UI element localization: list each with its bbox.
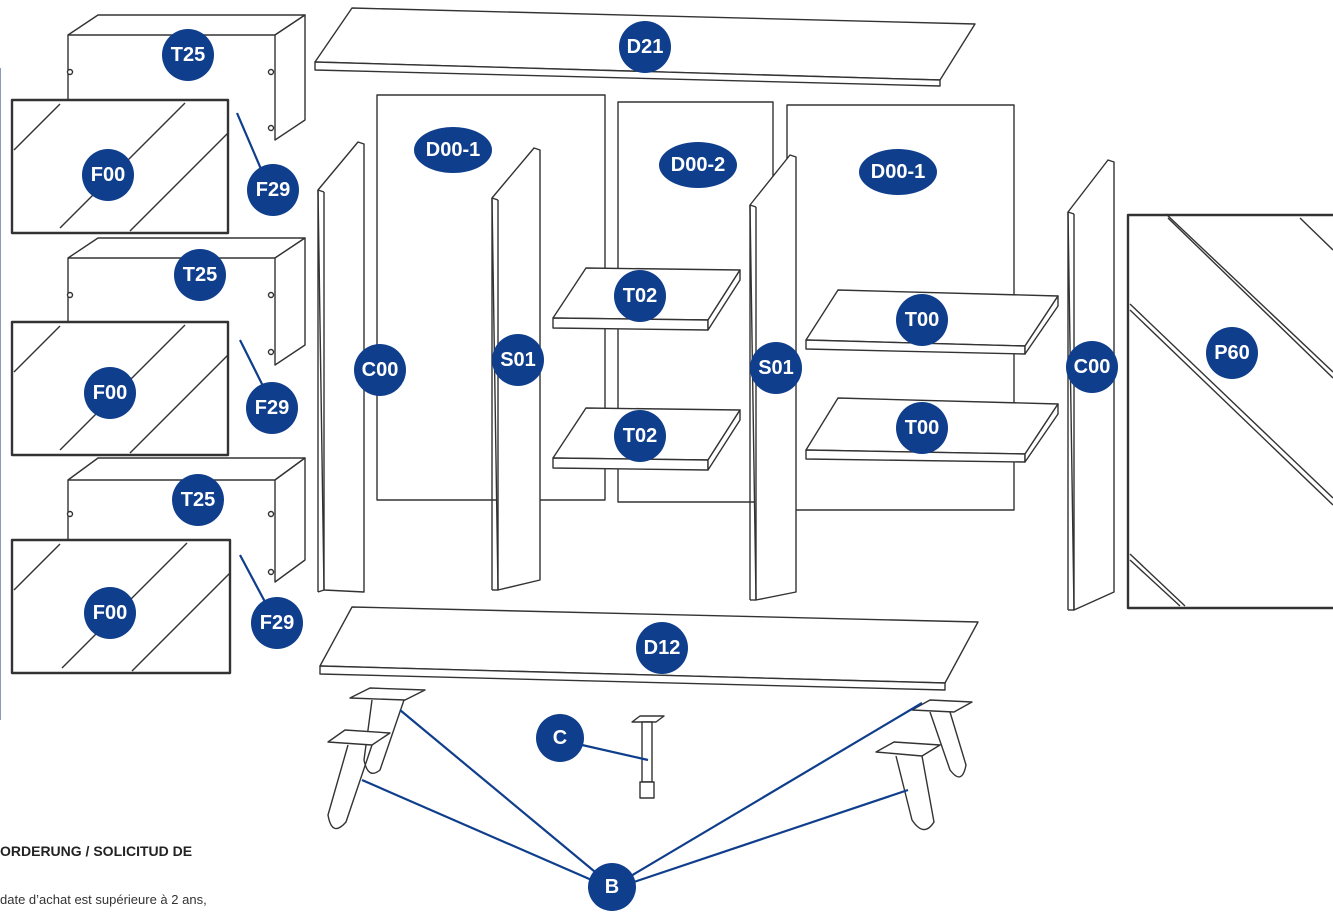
label-d21: D21: [619, 21, 671, 73]
svg-text:F29: F29: [255, 397, 289, 419]
left-margin-rule: [0, 68, 1, 720]
label-f29-2: F29: [246, 382, 298, 434]
label-d00-1-right: D00-1: [859, 149, 937, 195]
svg-text:T02: T02: [623, 425, 657, 447]
svg-text:C: C: [553, 727, 567, 749]
svg-text:B: B: [605, 876, 619, 898]
label-f00-3: F00: [84, 587, 136, 639]
label-d12: D12: [636, 622, 688, 674]
drawer-box-2: [66, 237, 306, 366]
svg-text:F29: F29: [260, 612, 294, 634]
svg-text:C00: C00: [1074, 356, 1111, 378]
svg-text:T25: T25: [181, 489, 215, 511]
svg-text:C00: C00: [362, 359, 399, 381]
label-t25-1: T25: [162, 29, 214, 81]
label-c00-right: C00: [1066, 341, 1118, 393]
label-f29-1: F29: [247, 164, 299, 216]
svg-text:T25: T25: [171, 44, 205, 66]
label-f00-1: F00: [82, 149, 134, 201]
svg-text:F29: F29: [256, 179, 290, 201]
label-c00-left: C00: [354, 344, 406, 396]
warranty-heading: ORDERUNG / SOLICITUD DE: [0, 843, 193, 859]
svg-text:S01: S01: [758, 357, 794, 379]
label-t00-top: T00: [896, 294, 948, 346]
label-t02-bottom: T02: [614, 410, 666, 462]
label-b: B: [588, 863, 636, 911]
label-t25-3: T25: [172, 474, 224, 526]
label-p60: P60: [1206, 327, 1258, 379]
hairpin-leg-3: [911, 699, 973, 778]
label-s01-right: S01: [750, 342, 802, 394]
label-f29-3: F29: [251, 597, 303, 649]
svg-text:F00: F00: [93, 602, 127, 624]
hairpin-leg-1: [349, 687, 426, 774]
svg-text:T02: T02: [623, 285, 657, 307]
hairpin-leg-2: [327, 729, 391, 830]
leader-b-1: [399, 709, 613, 887]
drawer-front-2: [10, 320, 230, 457]
door-panel: [1126, 213, 1333, 610]
label-d00-1-left: D00-1: [414, 127, 492, 173]
center-leg: [631, 715, 665, 799]
label-s01-left: S01: [492, 334, 544, 386]
drawer-box-1: [66, 14, 306, 141]
svg-text:T00: T00: [905, 417, 939, 439]
leader-b-4: [615, 788, 909, 890]
svg-text:P60: P60: [1214, 342, 1250, 364]
svg-text:T00: T00: [905, 309, 939, 331]
svg-text:D00-1: D00-1: [871, 161, 925, 183]
svg-text:F00: F00: [93, 382, 127, 404]
svg-text:D12: D12: [644, 637, 681, 659]
svg-text:F00: F00: [91, 164, 125, 186]
svg-text:S01: S01: [500, 349, 536, 371]
label-f00-2: F00: [84, 367, 136, 419]
label-t00-bottom: T00: [896, 402, 948, 454]
svg-text:T25: T25: [183, 264, 217, 286]
label-t25-2: T25: [174, 249, 226, 301]
leader-b-2: [361, 778, 611, 890]
hairpin-leg-4: [875, 741, 941, 831]
svg-text:D00-1: D00-1: [426, 139, 480, 161]
warranty-body-text: date d’achat est supérieure à 2 ans,: [0, 892, 207, 907]
svg-text:D21: D21: [627, 36, 664, 58]
leader-b-3: [613, 702, 923, 887]
label-t02-top: T02: [614, 270, 666, 322]
label-d00-2: D00-2: [659, 142, 737, 188]
label-c: C: [536, 714, 584, 762]
svg-text:D00-2: D00-2: [671, 154, 725, 176]
